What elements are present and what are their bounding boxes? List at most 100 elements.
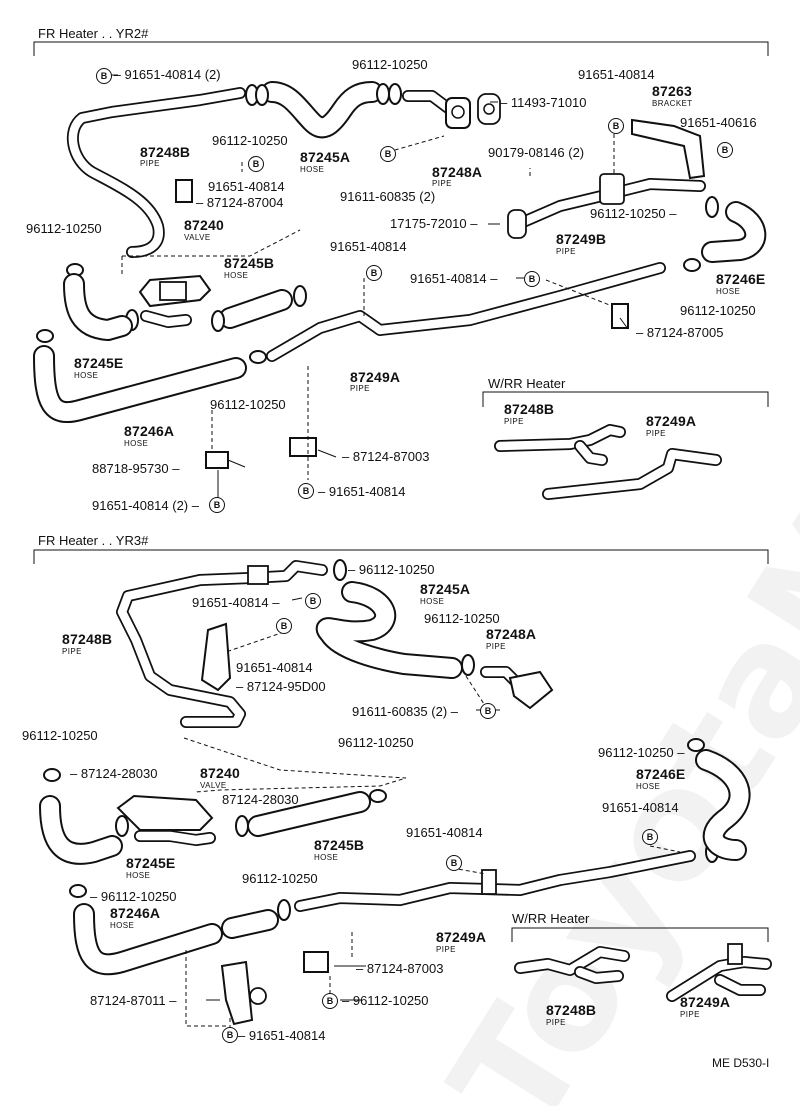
part-type: HOSE [126, 871, 151, 880]
figure-code: ME D530-I [712, 1056, 770, 1070]
part-number: 87249A [680, 994, 731, 1010]
rr-heater-title-yr2: W/RR Heater [488, 376, 566, 391]
part-label: – 91651-40814 (2) [110, 67, 221, 82]
part-label: – 96112-10250 [90, 889, 177, 904]
part-number: 87245B [224, 255, 275, 271]
part-type: HOSE [74, 371, 99, 380]
part-label: – 87124-28030 [70, 766, 158, 781]
part-type: HOSE [224, 271, 249, 280]
part-label: 91651-40814 [330, 239, 407, 254]
part-label: – 87124-87003 [342, 449, 430, 464]
part-type: PIPE [140, 159, 160, 168]
bolt-b-icon: B [305, 593, 321, 609]
bolt-b-icon: B [209, 497, 225, 513]
clip-parts-yr2 [175, 179, 317, 469]
part-label: 88718-95730 – [92, 461, 180, 476]
part-label: 96112-10250 [352, 57, 428, 72]
part-label: 90179-08146 (2) [488, 145, 585, 160]
part-type: PIPE [546, 1018, 566, 1027]
pipe-87248b-yr2 [67, 87, 246, 258]
part-type: HOSE [716, 287, 741, 296]
part-number: 87248A [432, 164, 483, 180]
part-type: HOSE [420, 597, 445, 606]
part-label: – 91651-40814 [238, 1028, 326, 1043]
clamp-row-yr3 [43, 559, 719, 921]
part-number: 87240 [184, 217, 224, 233]
part-number: 87245A [420, 581, 471, 597]
rr-heater-yr2 [494, 424, 722, 500]
valve-87240-yr3 [116, 737, 407, 846]
part-label: 91651-40814 (2) – [92, 498, 199, 513]
part-label: 91611-60835 (2) – [352, 704, 459, 719]
part-type: PIPE [432, 179, 452, 188]
rr-heater-yr3 [514, 943, 772, 1002]
part-label: 91651-40814 [578, 67, 655, 82]
bolt-b-icon: B [380, 146, 396, 162]
part-type: BRACKET [652, 99, 693, 108]
gasket-11493-yr2 [477, 93, 501, 125]
part-number: 87249A [646, 413, 697, 429]
bolt-b-icon: B [642, 829, 658, 845]
part-label: 91611-60835 (2) [340, 189, 436, 204]
part-label: 91651-40814 [208, 179, 285, 194]
part-type: PIPE [350, 384, 370, 393]
part-number: 87245A [300, 149, 351, 165]
part-number: 87240 [200, 765, 240, 781]
bolt-b-icon: B [608, 118, 624, 134]
part-type: PIPE [556, 247, 576, 256]
bolt-b-icon: B [248, 156, 264, 172]
bolt-b-icon: B [276, 618, 292, 634]
part-number: 87245E [126, 855, 176, 871]
part-label: 96112-10250 [22, 728, 98, 743]
part-type: PIPE [486, 642, 506, 651]
part-label: 96112-10250 [242, 871, 318, 886]
part-number: 87248B [546, 1002, 597, 1018]
part-number: 87248B [504, 401, 555, 417]
pipe-87248b-yr3 [116, 560, 328, 728]
section-title-yr3: FR Heater . . YR3# [38, 533, 149, 548]
part-label: 91651-40814 [406, 825, 483, 840]
clips-yr3 [220, 951, 329, 1026]
hose-87246e-yr3 [695, 749, 751, 861]
section-yr3-artwork [33, 549, 772, 1035]
pipe-87249a-yr3 [294, 850, 696, 912]
part-label: 91651-40814 [236, 660, 313, 675]
part-label: – 87124-87003 [356, 961, 444, 976]
part-type: PIPE [436, 945, 456, 954]
hose-87245b-yr3 [247, 791, 371, 837]
hose-87246a-yr2 [33, 345, 247, 424]
part-number: 87249B [556, 231, 607, 247]
hose-87245b-yr2 [211, 289, 293, 332]
hose-87245a-yr3 [315, 581, 463, 679]
bracket-87124-87005-yr2 [611, 303, 629, 329]
part-label: – 87124-87005 [636, 325, 724, 340]
rr-heater-title-yr3: W/RR Heater [512, 911, 590, 926]
part-number: 87248A [486, 626, 537, 642]
hose-87245a-yr2 [261, 81, 383, 139]
pipe-87249b-yr2 [507, 173, 706, 239]
bracket-87263-yr2 [631, 118, 706, 180]
part-label: 96112-10250 [680, 303, 756, 318]
part-number: 87248B [62, 631, 113, 647]
bolt-b-icon: B [717, 142, 733, 158]
bolt-b-icon: B [322, 993, 338, 1009]
part-label: 96112-10250 [210, 397, 286, 412]
section-yr2-artwork [33, 41, 769, 505]
part-type: HOSE [314, 853, 339, 862]
part-label: 96112-10250 [212, 133, 288, 148]
bolt-b-icon: B [366, 265, 382, 281]
part-number: 87249A [350, 369, 401, 385]
part-label: 17175-72010 – [390, 216, 478, 231]
part-label: – 87124-87004 [196, 195, 284, 210]
part-label: 96112-10250 [338, 735, 414, 750]
pipe-87248a-yr3 [480, 666, 554, 710]
part-label: – 87124-95D00 [236, 679, 326, 694]
section-title-yr2: FR Heater . . YR2# [38, 26, 149, 41]
part-type: HOSE [636, 782, 661, 791]
valve-87240-yr2 [121, 229, 301, 328]
pipe-87249a-yr2 [266, 262, 666, 362]
part-number: 87246E [636, 766, 686, 782]
part-label: – 96112-10250 [348, 562, 435, 577]
